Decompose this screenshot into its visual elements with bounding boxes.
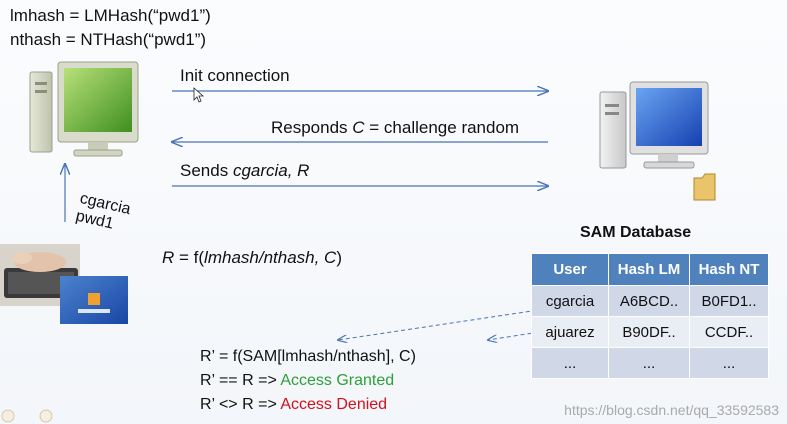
sam-cell-hash-lm: B90DF.. <box>608 316 690 348</box>
sends-prefix: Sends <box>180 161 233 180</box>
sam-cell-hash-nt: CCDF.. <box>689 316 769 348</box>
client-computer-icon <box>29 61 139 157</box>
sam-header-hash-nt: Hash NT <box>689 253 769 286</box>
sam-header-user: User <box>531 253 609 286</box>
response-formula-lhs: = f( <box>174 248 205 267</box>
sam-cell-user: ... <box>531 347 609 379</box>
corner-artifact-icon <box>1 409 15 423</box>
access-granted-line: R’ == R => Access Granted <box>200 372 394 390</box>
lookup-arrow-nt <box>488 301 733 340</box>
sam-cell-hash-nt: ... <box>689 347 769 379</box>
server-computer-icon <box>599 81 716 201</box>
responds-label: Responds C = challenge random <box>271 118 519 138</box>
sam-cell-user: cgarcia <box>531 285 609 317</box>
access-denied-label: Access Denied <box>280 396 388 413</box>
granted-condition: R’ == R => <box>200 372 281 389</box>
sam-cell-hash-lm: ... <box>608 347 690 379</box>
corner-artifact-icon <box>39 409 53 423</box>
responds-suffix: = challenge random <box>364 118 520 137</box>
response-formula-args: lmhash/nthash, C <box>204 248 337 267</box>
sam-cell-hash-lm: A6BCD.. <box>608 285 690 317</box>
sam-table: User Hash LM Hash NT cgarcia A6BCD.. B0F… <box>531 253 769 379</box>
nthash-definition: nthash = NTHash(“pwd1”) <box>10 30 207 49</box>
login-screen-icon <box>60 276 128 324</box>
denied-condition: R’ <> R => <box>200 396 281 413</box>
sam-database-title: SAM Database <box>580 224 692 241</box>
sam-cell-hash-nt: B0FD1.. <box>689 285 769 317</box>
table-row: cgarcia A6BCD.. B0FD1.. <box>531 285 769 317</box>
cursor-icon <box>193 87 205 103</box>
sam-cell-user: ajuarez <box>531 316 609 348</box>
init-connection-label: Init connection <box>180 66 290 85</box>
sam-header-row: User Hash LM Hash NT <box>531 253 769 286</box>
sam-header-hash-lm: Hash LM <box>608 253 690 286</box>
watermark: https://blog.csdn.net/qq_33592583 <box>564 402 779 418</box>
user-keyboard-icon <box>0 244 80 306</box>
access-denied-line: R’ <> R => Access Denied <box>200 396 387 414</box>
table-row: ... ... ... <box>531 347 769 379</box>
access-granted-label: Access Granted <box>280 372 395 389</box>
table-row: ajuarez B90DF.. CCDF.. <box>531 316 769 348</box>
response-formula-rhs: ) <box>336 248 343 267</box>
challenge-var: C <box>352 118 365 137</box>
lmhash-definition: lmhash = LMHash(“pwd1”) <box>10 6 211 25</box>
r-prime-formula: R’ = f(SAM[lmhash/nthash], C) <box>200 348 416 365</box>
responds-prefix: Responds <box>271 118 353 137</box>
sends-vars: cgarcia, R <box>232 161 310 180</box>
sends-label: Sends cgarcia, R <box>180 161 309 181</box>
response-formula: R = f(lmhash/nthash, C) <box>162 248 343 267</box>
